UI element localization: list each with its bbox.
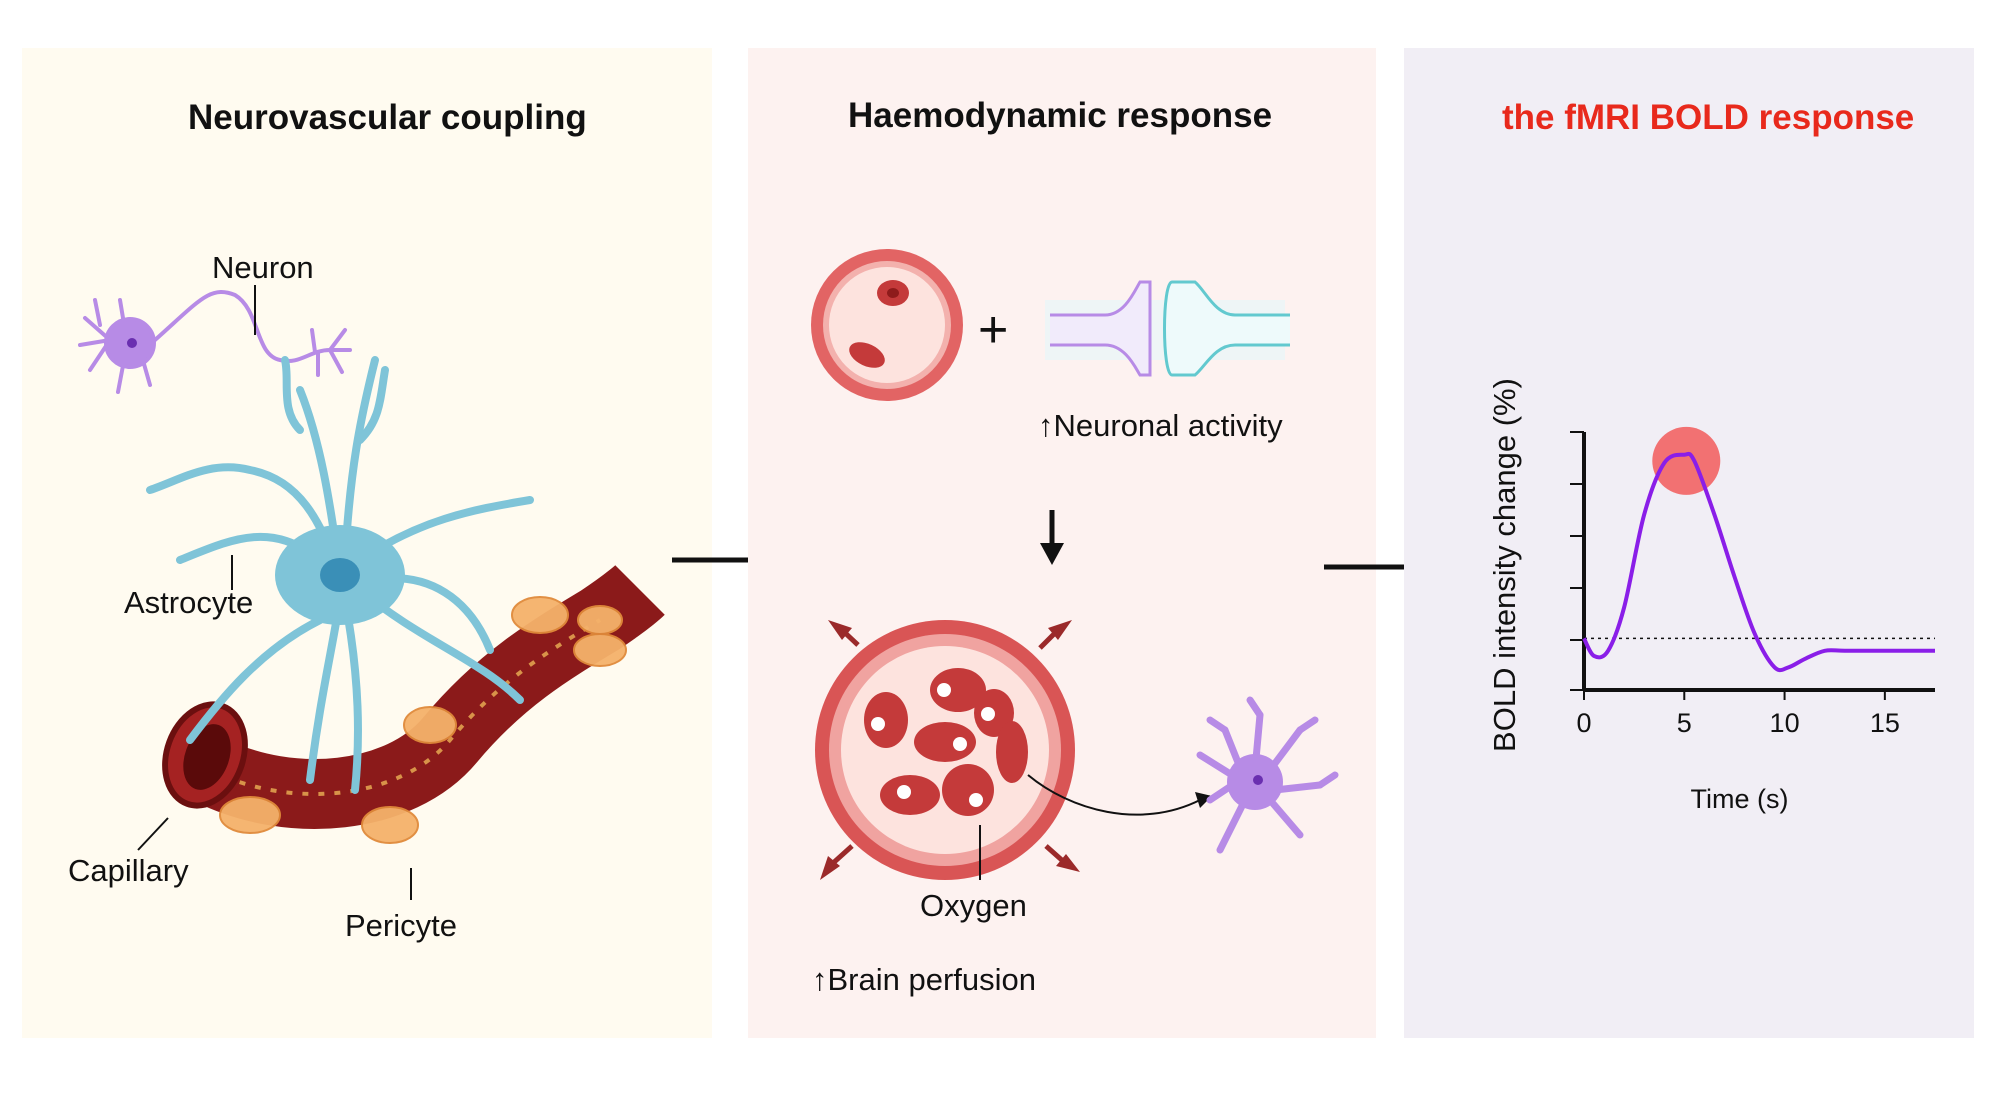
bold-panel [1404,48,1974,1038]
y-axis-label: BOLD intensity change (%) [1487,378,1522,752]
x-tick-label: 15 [1870,708,1900,738]
haemodynamic-title: Haemodynamic response [848,96,1273,135]
chart-ticks: 0 5 10 15 [1570,431,1900,738]
arrow-down-icon [1040,510,1064,565]
astrocyte-icon [146,356,534,794]
neuronal-activity-label: ↑Neuronal activity [1038,408,1283,443]
bold-curve [1582,451,1935,673]
chart-axes [1582,432,1935,692]
x-tick-label: 10 [1770,708,1800,738]
x-tick-label: 5 [1677,708,1692,738]
bold-title: the fMRI BOLD response [1502,98,1915,137]
pericyte-label: Pericyte [345,908,457,943]
brain-perfusion-label: ↑Brain perfusion [812,962,1037,997]
neuron-small-icon [1196,696,1339,854]
oxygen-label: Oxygen [920,888,1027,923]
plus-sign: + [978,301,1009,359]
blood-vessel-small-icon [811,249,963,401]
astrocyte-label: Astrocyte [124,585,254,620]
pericyte-icon [219,596,627,844]
blood-vessel-dilated-icon [815,620,1080,880]
x-axis-label: Time (s) [1691,784,1789,814]
capillary-label: Capillary [68,853,189,888]
neuron-label: Neuron [212,250,314,285]
synapse-icon [1045,280,1290,377]
neuron-icon [78,290,352,394]
x-tick-label: 0 [1576,708,1591,738]
neurovascular-title: Neurovascular coupling [188,98,587,137]
peak-marker [1652,426,1721,495]
